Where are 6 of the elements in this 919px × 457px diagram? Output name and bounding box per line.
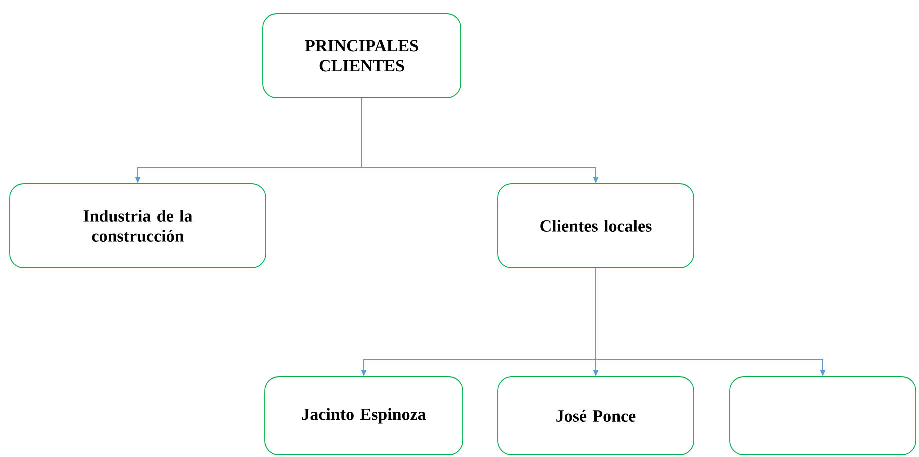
process-box: Industria de la construcción xyxy=(10,184,266,268)
empty-box xyxy=(730,376,916,456)
process-box: PRINCIPALES CLIENTES xyxy=(262,14,462,98)
process-box: Jacinto Espinoza xyxy=(264,376,464,456)
process-box: Clientes locales xyxy=(498,184,694,268)
process-box: José Ponce xyxy=(498,376,694,456)
